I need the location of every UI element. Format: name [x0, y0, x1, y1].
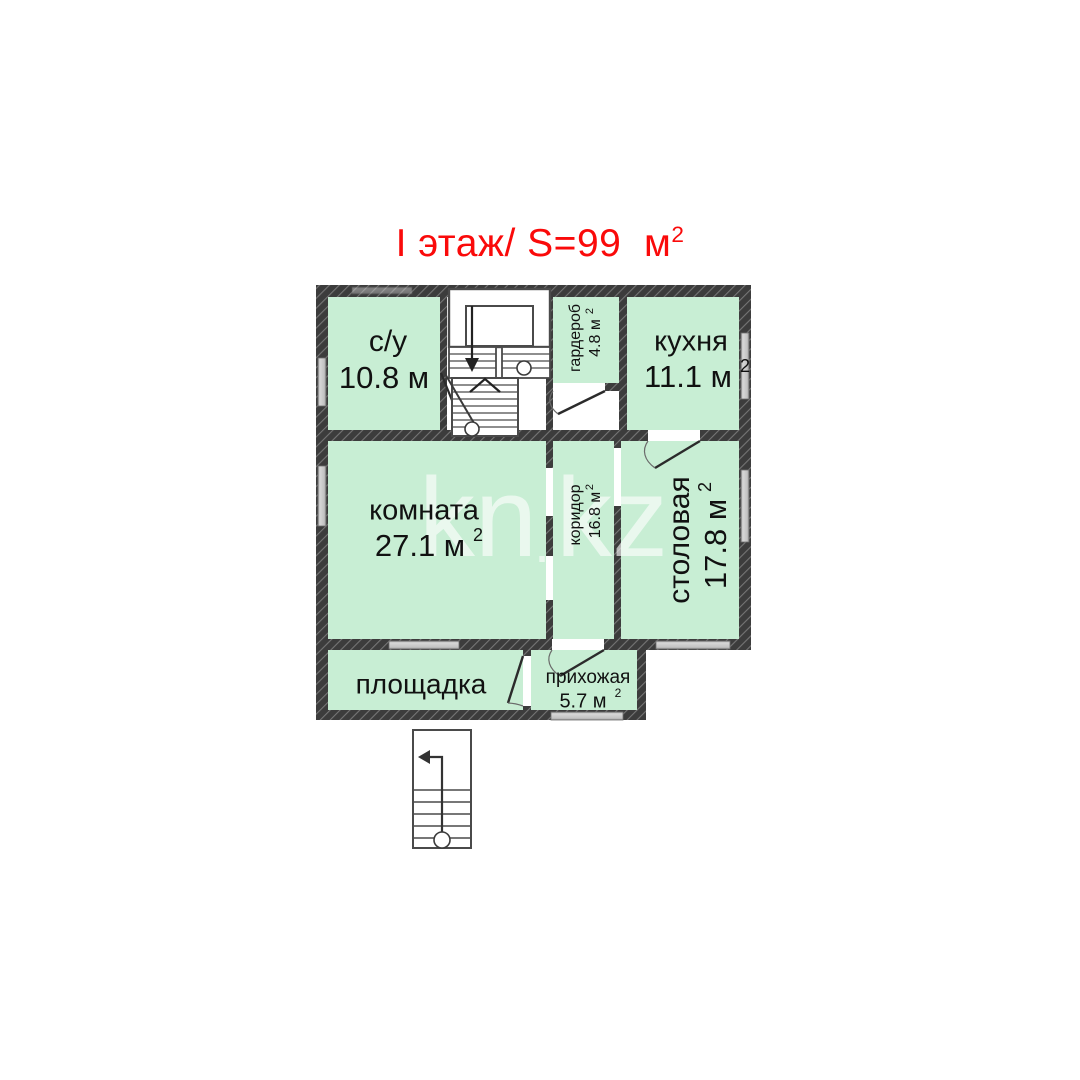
door-gap-wardrobe — [553, 383, 605, 391]
window-bathroom-top — [351, 286, 413, 295]
exterior-staircase — [412, 729, 472, 849]
room-area-sup-dining-room: 2 — [695, 482, 715, 492]
room-area-sup-hallway: 2 — [615, 686, 622, 700]
door-gap-hallway-top — [552, 639, 604, 650]
room-name-wardrobe: гардероб — [567, 304, 584, 372]
room-area-sup-living-room: 2 — [473, 525, 483, 545]
stair-arrowhead-up — [469, 377, 501, 393]
watermark-left: kn — [419, 455, 537, 580]
stair-break-line — [443, 371, 479, 431]
room-fill-kitchen — [626, 285, 751, 437]
stair-arrowhead-down — [465, 358, 479, 372]
room-name-living-room: комната — [369, 495, 480, 527]
wall-bathroom-stair — [440, 285, 447, 437]
wall-hallway-top — [620, 639, 646, 650]
door-gap-dining — [648, 430, 700, 441]
room-label-wardrobe: гардероб 4.8 м 2 — [567, 304, 604, 372]
stair-node-lower — [464, 421, 480, 437]
page-title-text: I этаж/ S=99 м — [395, 222, 672, 265]
interior-staircase — [443, 287, 552, 437]
door-leaf-wardrobe — [557, 389, 606, 416]
wall-hallway-right — [637, 648, 646, 718]
room-label-corridor: коридор 16.8 м 2 — [567, 484, 604, 546]
room-name-bathroom: с/у — [369, 325, 407, 358]
window-kitchen-right — [740, 332, 750, 400]
room-fill-corridor — [552, 437, 620, 642]
page-title-superscript: 2 — [671, 222, 685, 247]
stair-landing-inner — [465, 305, 534, 347]
wall-landing-left — [316, 648, 328, 718]
room-area-hallway: 5.7 м — [559, 690, 606, 712]
room-area-sup-corridor: 2 — [584, 484, 596, 490]
door-gap-landing-hallway — [523, 656, 531, 706]
room-area-living-room: 27.1 м — [375, 528, 465, 563]
room-name-kitchen: кухня — [654, 326, 728, 358]
doors — [439, 372, 701, 707]
room-name-landing: площадка — [356, 668, 487, 699]
door-leaf-dining — [654, 439, 701, 470]
wall-mid-horizontal-center — [552, 430, 620, 441]
window-living-bottom — [388, 640, 460, 650]
window-dining-right — [740, 469, 750, 543]
room-fill-bathroom — [316, 285, 446, 437]
room-area-sup-kitchen: 2 — [740, 356, 750, 376]
watermark-dot: . — [534, 511, 550, 574]
room-labels: с/у 10.8 м гардероб 4.8 м 2 кухня 11.1 м… — [339, 304, 750, 712]
room-label-kitchen: кухня 11.1 м 2 — [644, 326, 750, 395]
room-area-dining-room: 17.8 м — [698, 499, 733, 589]
window-bathroom-left — [317, 357, 327, 407]
wall-wardrobe-kitchen — [619, 285, 627, 437]
watermark-right: kz — [556, 455, 668, 580]
room-name-dining-room: столовая — [663, 476, 696, 604]
room-fill-wardrobe — [552, 285, 620, 390]
window-hallway-bottom — [550, 711, 624, 721]
room-name-corridor: коридор — [567, 484, 584, 545]
room-name-hallway: прихожая — [546, 667, 631, 688]
entrance-arrow — [428, 755, 444, 838]
room-label-living-room: комната 27.1 м 2 — [369, 495, 483, 564]
room-area-sup-wardrobe: 2 — [584, 308, 596, 314]
room-fill-living-room — [316, 437, 552, 642]
stair-flight-main — [451, 377, 519, 437]
room-fill-dining-room — [620, 437, 751, 648]
windows — [317, 286, 750, 721]
room-area-kitchen: 11.1 м — [644, 359, 732, 394]
room-fill-landing — [316, 648, 529, 718]
wall-mid-horizontal-left — [316, 430, 552, 441]
room-area-bathroom: 10.8 м — [339, 360, 429, 395]
window-living-left — [317, 465, 327, 527]
wall-living-corridor — [546, 437, 553, 642]
door-arc-dining — [643, 440, 656, 469]
page-title: I этаж/ S=99 м2 — [0, 222, 1080, 266]
watermark: kn . kz — [419, 455, 668, 580]
door-leaf-hallway-top — [559, 648, 605, 678]
door-arc-landing-hallway — [507, 702, 524, 707]
window-dining-bottom — [655, 640, 731, 650]
door-gap-corridor-dining — [614, 448, 621, 506]
door-arc-hallway-top — [548, 649, 561, 677]
wall-left-middle — [316, 430, 328, 650]
room-fills — [316, 285, 751, 718]
room-label-hallway: прихожая 5.7 м 2 — [546, 667, 631, 712]
room-label-landing: площадка — [356, 668, 487, 699]
door-leaf-landing-hallway — [506, 655, 525, 704]
room-label-dining-room: столовая 17.8 м 2 — [663, 476, 733, 604]
entrance-arrowhead — [418, 750, 430, 764]
door-arc-wardrobe — [549, 390, 559, 415]
entrance-node — [433, 831, 451, 849]
stair-node-upper-right — [516, 360, 532, 376]
room-area-corridor: 16.8 м — [587, 492, 604, 539]
room-area-wardrobe: 4.8 м — [587, 319, 604, 357]
door-gap-corridor-living-upper — [546, 468, 553, 516]
room-label-bathroom: с/у 10.8 м — [339, 325, 429, 395]
wall-bottom-exterior — [316, 710, 646, 720]
door-gap-corridor-living-lower — [546, 556, 553, 600]
wall-corridor-dining — [614, 437, 621, 642]
